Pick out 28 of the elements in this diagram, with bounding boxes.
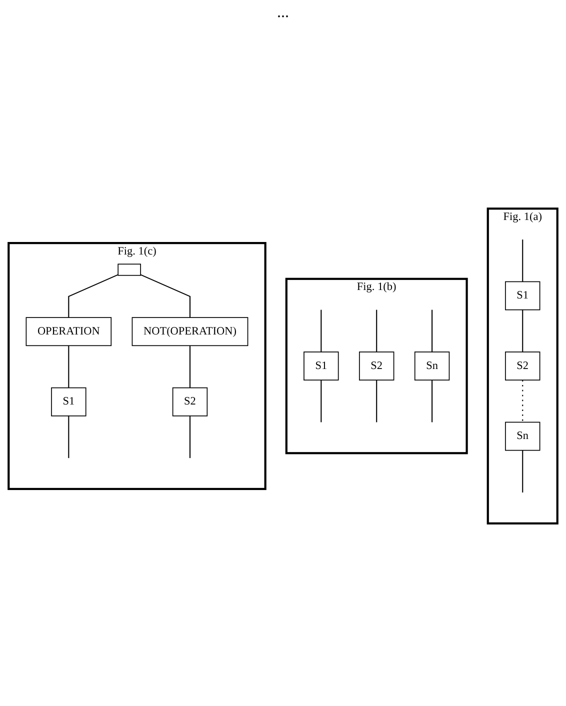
connector (522, 310, 524, 352)
connector (432, 310, 433, 352)
node-box (118, 264, 141, 276)
connector (189, 416, 191, 458)
connector (68, 274, 118, 318)
node-box: NOT(OPERATION) (132, 317, 248, 346)
node-box: Sn (505, 422, 540, 451)
connector (320, 310, 322, 352)
node-box: S1 (51, 387, 86, 416)
node-box: Sn (414, 352, 450, 380)
connector (522, 450, 524, 492)
connector (522, 380, 524, 422)
node-box: S1 (304, 352, 339, 380)
connector (376, 310, 378, 352)
connector (68, 416, 70, 458)
node-box: S2 (359, 352, 394, 380)
ellipsis-text: ... (277, 4, 289, 21)
connector (432, 380, 433, 422)
node-box: S2 (172, 387, 208, 416)
connector (320, 380, 322, 422)
node-box: OPERATION (26, 317, 112, 346)
connector (522, 240, 524, 282)
node-box: S1 (505, 281, 540, 310)
connector (189, 346, 191, 388)
connector (376, 380, 378, 422)
node-box: S2 (505, 352, 540, 380)
connector (140, 274, 191, 318)
connector (68, 346, 70, 388)
